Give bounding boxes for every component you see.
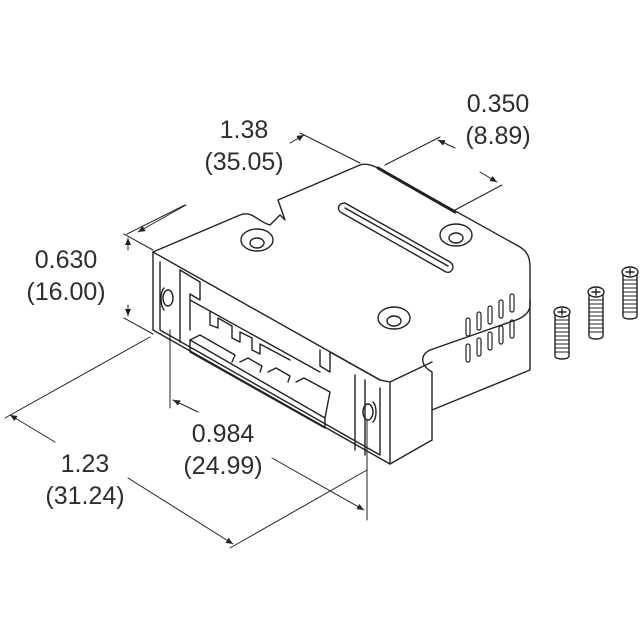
dimension-inches: 0.630 [34,246,98,274]
dimension-overall-length: 1.23 (31.24) [30,448,140,512]
mounting-screw [621,266,639,320]
dimension-mm: (31.24) [45,482,125,510]
dimension-lines [4,132,503,549]
dimension-mm: (35.05) [204,148,284,176]
dimension-mm: (16.00) [26,278,106,306]
dimension-width-top: 1.38 (35.05) [188,114,300,178]
dimension-mm: (8.89) [465,122,531,150]
dimension-opening-width: 0.984 (24.99) [168,418,278,482]
mounting-screw [553,306,571,360]
dimension-inches: 0.984 [191,420,255,448]
connector-housing [152,163,531,465]
dimension-inches: 0.350 [466,90,530,118]
dimension-inches: 1.23 [60,450,110,478]
mounting-screw [587,286,605,340]
dimension-depth-tab: 0.350 (8.89) [448,88,548,152]
dimension-mm: (24.99) [183,452,263,480]
dimension-inches: 1.38 [219,116,269,144]
dimension-height: 0.630 (16.00) [10,244,122,308]
